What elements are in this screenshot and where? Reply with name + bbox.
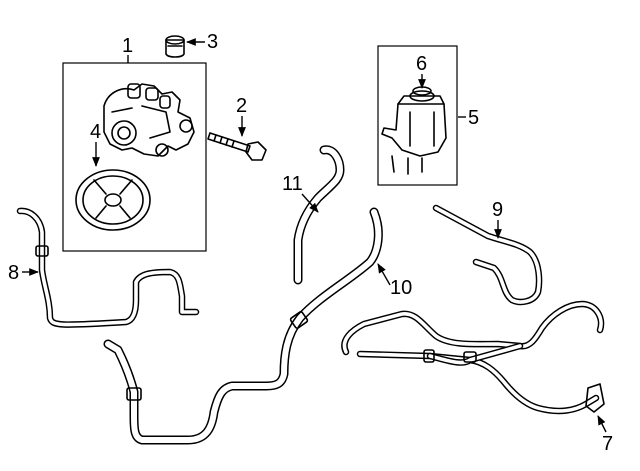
leader-7 bbox=[597, 415, 607, 433]
callout-11: 11 bbox=[282, 173, 303, 195]
pressure-hose-10 bbox=[103, 207, 383, 445]
power-steering-pump bbox=[103, 83, 195, 157]
leader-11 bbox=[301, 193, 319, 213]
return-hose-11 bbox=[293, 145, 345, 285]
pressure-tube-8 bbox=[16, 207, 200, 328]
callout-9: 9 bbox=[492, 199, 503, 221]
pump-assembly-box bbox=[62, 62, 207, 252]
pump-bolt bbox=[207, 132, 267, 161]
pump-fitting bbox=[165, 35, 185, 58]
cooler-hose-9 bbox=[432, 204, 543, 306]
callout-5: 5 bbox=[468, 107, 479, 129]
callout-1: 1 bbox=[122, 35, 133, 57]
callout-2: 2 bbox=[236, 95, 247, 117]
callout-3: 3 bbox=[207, 31, 218, 53]
callout-8: 8 bbox=[8, 262, 19, 284]
reservoir-box bbox=[377, 45, 458, 186]
pump-pulley bbox=[75, 169, 151, 231]
leader-10 bbox=[377, 263, 391, 286]
callout-7: 7 bbox=[602, 433, 613, 455]
callout-10: 10 bbox=[390, 277, 412, 299]
fluid-reservoir bbox=[381, 90, 447, 175]
callout-6: 6 bbox=[416, 53, 427, 75]
cooler-line-7 bbox=[341, 300, 605, 415]
callout-4: 4 bbox=[90, 121, 101, 143]
